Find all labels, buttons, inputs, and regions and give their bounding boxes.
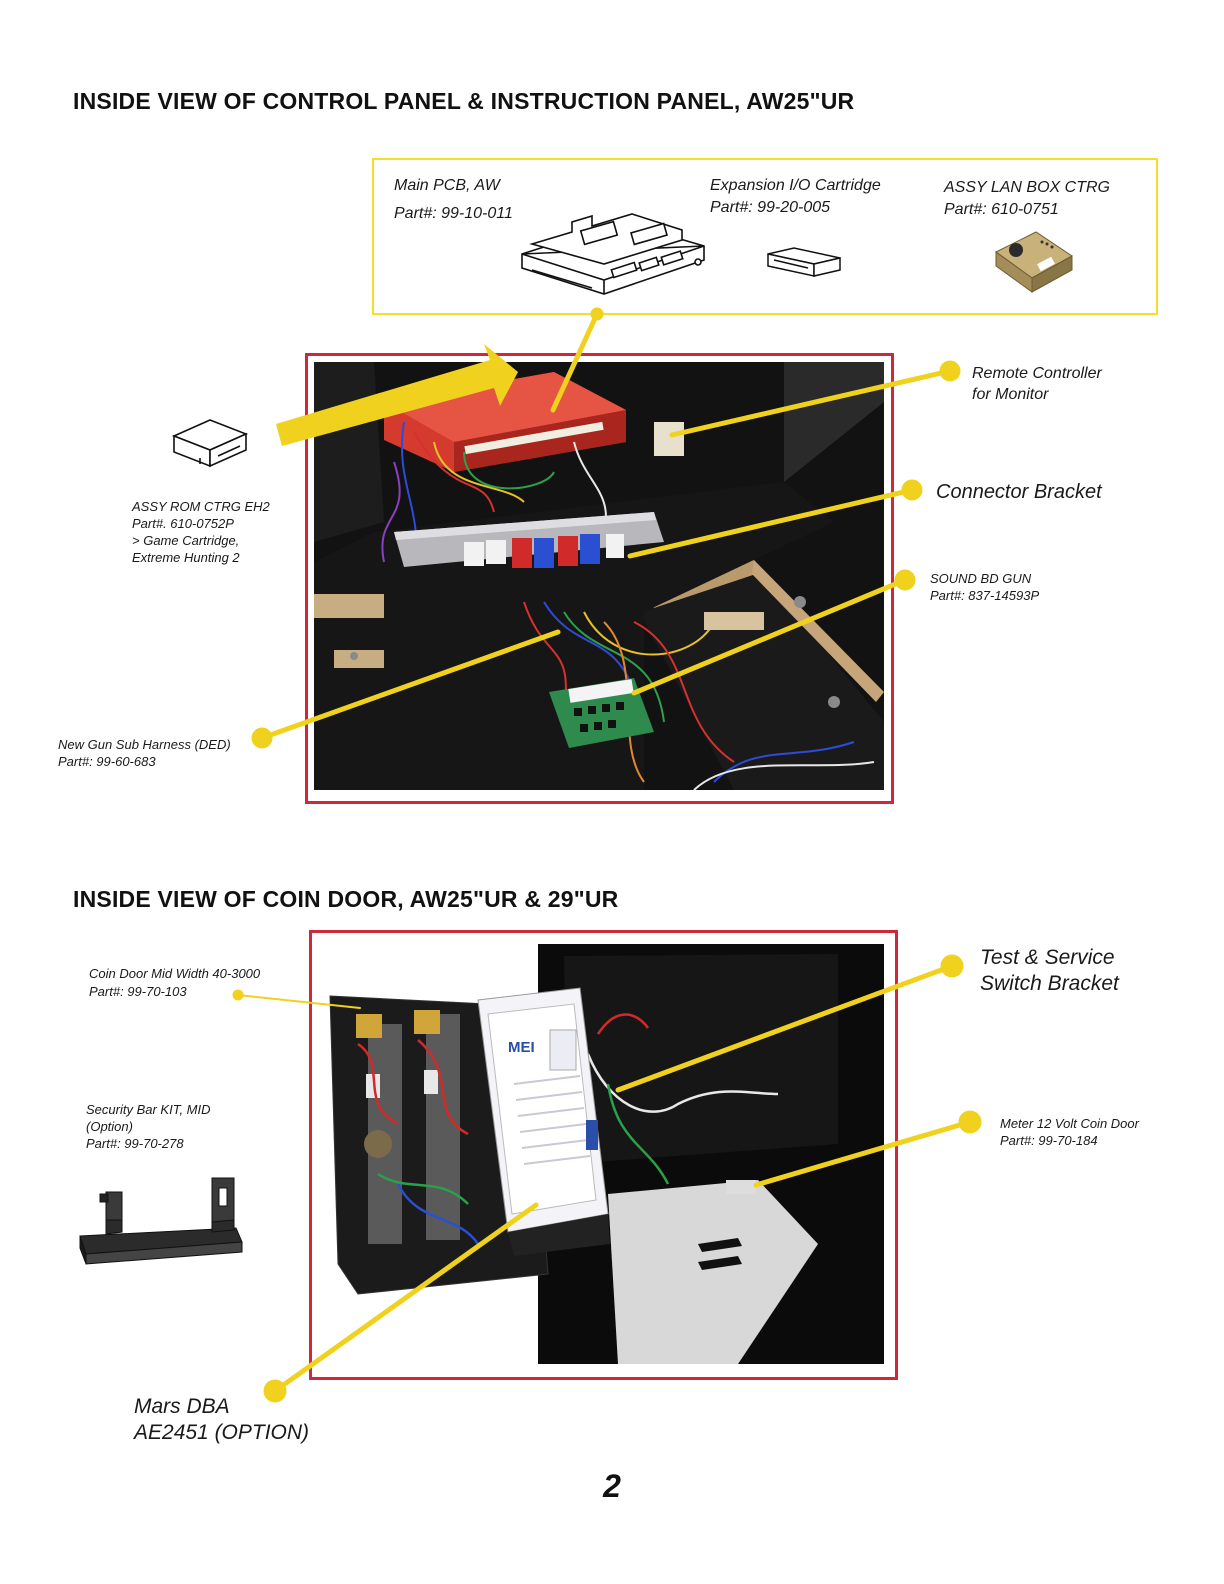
sound-label-1: SOUND BD GUN [930, 571, 1032, 586]
meter-label-1: Meter 12 Volt Coin Door [1000, 1116, 1139, 1131]
mei-logo-text: MEI [508, 1039, 535, 1056]
connector-bracket-label: Connector Bracket [936, 481, 1102, 503]
rom-label-3: > Game Cartridge, [132, 533, 240, 548]
lan-box-image [995, 231, 1073, 293]
section2-heading: INSIDE VIEW OF COIN DOOR, AW25"UR & 29"U… [73, 886, 619, 912]
main-pcb-part: Part#: 99-10-011 [394, 205, 513, 222]
control-panel-photo [314, 362, 884, 790]
remote-label-2: for Monitor [972, 386, 1049, 403]
test-service-label-2: Switch Bracket [980, 972, 1119, 995]
test-service-label-1: Test & Service [980, 946, 1115, 969]
coin-door-photo: MEI [318, 944, 884, 1364]
main-pcb-drawing [521, 213, 705, 295]
rom-label-4: Extreme Hunting 2 [132, 550, 240, 565]
mars-label-1: Mars DBA [134, 1395, 230, 1418]
expansion-part: Part#: 99-20-005 [710, 199, 831, 216]
security-label-2: (Option) [86, 1119, 133, 1134]
page-number: 2 [603, 1468, 621, 1504]
security-label-3: Part#: 99-70-278 [86, 1136, 184, 1151]
rom-label-1: ASSY ROM CTRG EH2 [132, 499, 270, 514]
mars-label-2: AE2451 (OPTION) [134, 1421, 310, 1444]
security-label-1: Security Bar KIT, MID [86, 1102, 211, 1117]
rom-label-2: Part#. 610-0752P [132, 516, 234, 531]
rom-cartridge-drawing [171, 419, 249, 468]
lan-box-name: ASSY LAN BOX CTRG [944, 179, 1110, 196]
lan-box-part: Part#: 610-0751 [944, 201, 1059, 218]
coin-door-label-2: Part#: 99-70-103 [89, 984, 187, 999]
remote-label-1: Remote Controller [972, 365, 1102, 382]
meter-label-2: Part#: 99-70-184 [1000, 1133, 1098, 1148]
main-pcb-name: Main PCB, AW [394, 177, 500, 194]
harness-label-1: New Gun Sub Harness (DED) [58, 737, 231, 752]
sound-label-2: Part#: 837-14593P [930, 588, 1040, 603]
section1-heading: INSIDE VIEW OF CONTROL PANEL & INSTRUCTI… [73, 88, 855, 114]
expansion-cartridge-drawing [767, 247, 841, 277]
expansion-name: Expansion I/O Cartridge [710, 177, 881, 194]
harness-label-2: Part#: 99-60-683 [58, 754, 156, 769]
parts-legend-box: Main PCB, AW Part#: 99-10-011 Expansion … [372, 158, 1158, 315]
security-bar-drawing [79, 1177, 243, 1265]
coin-door-label-1: Coin Door Mid Width 40-3000 [89, 966, 261, 981]
